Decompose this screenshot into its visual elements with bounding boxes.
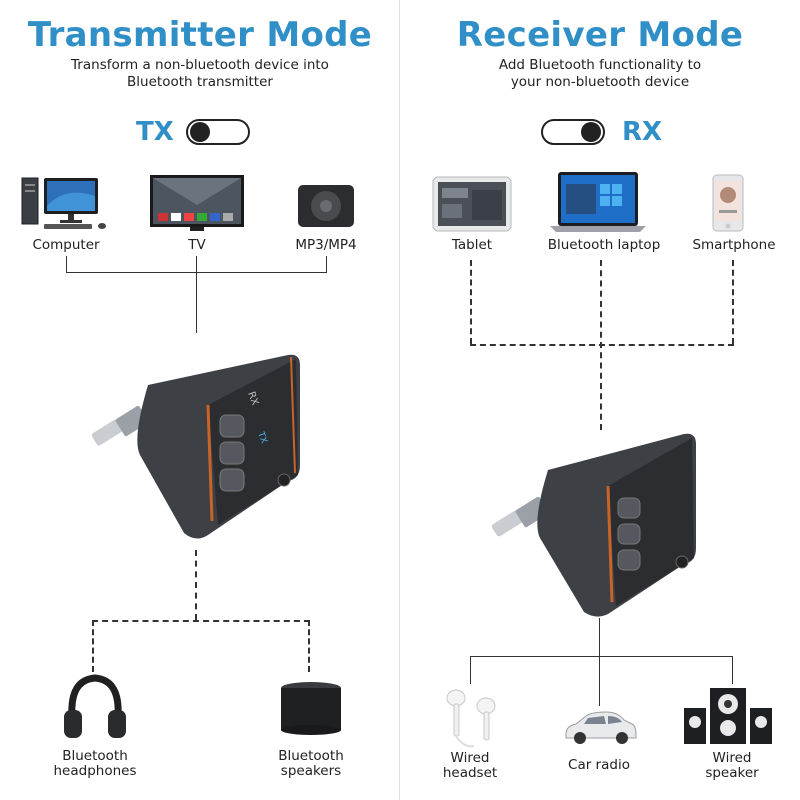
connector-line [732,656,733,684]
earphones-icon [446,689,496,748]
transmitter-title: Transmitter Mode [27,15,373,55]
dashed-connector [92,620,94,672]
output-label-speaker-1: Wired [712,750,752,766]
dashed-connector [470,344,734,346]
speaker-system-icon [684,688,772,744]
dashed-connector [92,620,310,622]
connector-line [599,656,600,706]
source-label-computer: Computer [32,237,100,253]
connector-line [326,256,327,273]
source-label-laptop: Bluetooth laptop [547,237,661,253]
source-label-tv: TV [188,237,206,253]
transmitter-subtitle-1: Transform a non-bluetooth device into [71,57,329,73]
output-label-headphones-2: headphones [53,763,137,779]
source-label-mp3: MP3/MP4 [295,237,357,253]
speaker-icon [281,682,341,735]
center-divider [399,0,400,800]
rx-switch-label: RX [245,390,260,407]
mp3-player-icon [298,185,354,227]
output-label-headset-2: headset [442,765,498,781]
output-label-speakers-1: Bluetooth [278,748,344,764]
tx-mode-label: TX [136,117,174,147]
connector-line [196,256,197,333]
toggle-knob [190,122,210,142]
laptop-icon [550,172,646,232]
receiver-title: Receiver Mode [456,15,744,55]
rx-mode-label: RX [622,117,663,147]
car-icon [565,711,637,744]
toggle-knob [581,122,601,142]
output-label-speakers-2: speakers [280,763,342,779]
rx-mode-toggle[interactable] [541,119,605,145]
receiver-subtitle-2: your non-bluetooth device [510,74,690,90]
output-label-headset-1: Wired [450,750,490,766]
tx-switch-label: TX [255,430,269,445]
dashed-connector [195,550,197,620]
smartphone-icon [712,174,744,232]
dashed-connector [308,620,310,672]
connector-line [470,656,732,657]
dashed-connector [732,260,734,344]
headphones-icon [64,674,126,738]
connector-line [599,618,600,656]
connector-line [66,272,326,273]
bluetooth-adapter-rx [491,433,696,617]
output-label-headphones-1: Bluetooth [62,748,128,764]
connector-line [66,256,67,273]
transmitter-subtitle-2: Bluetooth transmitter [127,74,273,90]
tx-mode-toggle[interactable] [186,119,250,145]
receiver-subtitle-1: Add Bluetooth functionality to [498,57,702,73]
output-label-speaker-2: speaker [705,765,759,781]
source-label-smartphone: Smartphone [692,237,776,253]
source-label-tablet: Tablet [451,237,493,253]
bluetooth-adapter-tx: RX TX [91,354,300,539]
dashed-connector [470,260,472,344]
output-label-car-radio: Car radio [568,757,630,773]
connector-line [470,656,471,684]
computer-icon [21,177,106,229]
tablet-icon [432,176,512,232]
tv-icon [150,175,244,231]
